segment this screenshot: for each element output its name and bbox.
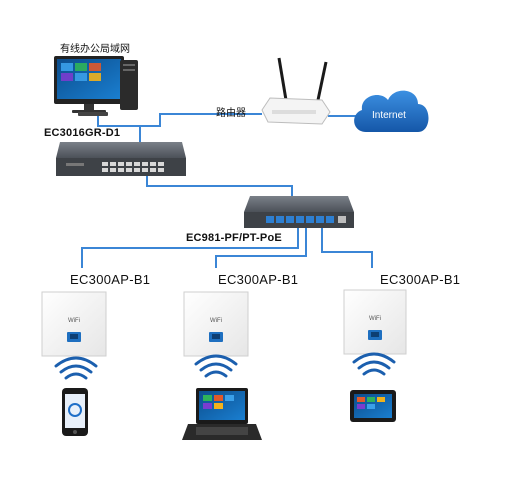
smartphone-icon [62,388,88,436]
cable-pc-to-core-switch [97,112,141,142]
cable-core-switch-to-router [140,113,262,127]
router-label: 路由器 [216,108,246,119]
poe-switch-label: EC981-PF/PT-PoE [186,232,282,244]
ap-panel-wifi-label: WiFi [210,318,222,324]
cable-poe-to-ap-right [321,228,373,268]
ap-middle-label: EC300AP-B1 [218,272,299,287]
ap-left-label: EC300AP-B1 [70,272,151,287]
wifi-signal-icon [54,352,396,380]
tablet-icon [350,390,396,422]
wall-panel-ap-left: WiFi [41,291,107,357]
poe-switch-icon [244,196,354,228]
desktop-computer-icon [54,56,138,116]
core-switch-label: EC3016GR-D1 [44,127,121,139]
pc-label: 有线办公局域网 [60,44,130,55]
internet-label: Internet [372,110,406,121]
cable-poe-to-ap-left [81,228,299,268]
network-cables [81,112,373,268]
wall-panel-ap-right: WiFi [343,289,407,355]
cloud-icon [354,90,429,132]
cable-poe-to-ap-middle [215,228,307,268]
rack-switch-icon [56,142,186,176]
laptop-icon [182,388,262,440]
wireless-router-icon [261,57,331,125]
ap-panel-wifi-label: WiFi [369,316,381,322]
wall-panel-ap-middle: WiFi [183,291,249,357]
ap-panel-wifi-label: WiFi [68,318,80,324]
ap-right-label: EC300AP-B1 [380,272,461,287]
cable-core-to-poe-switch [146,176,293,196]
